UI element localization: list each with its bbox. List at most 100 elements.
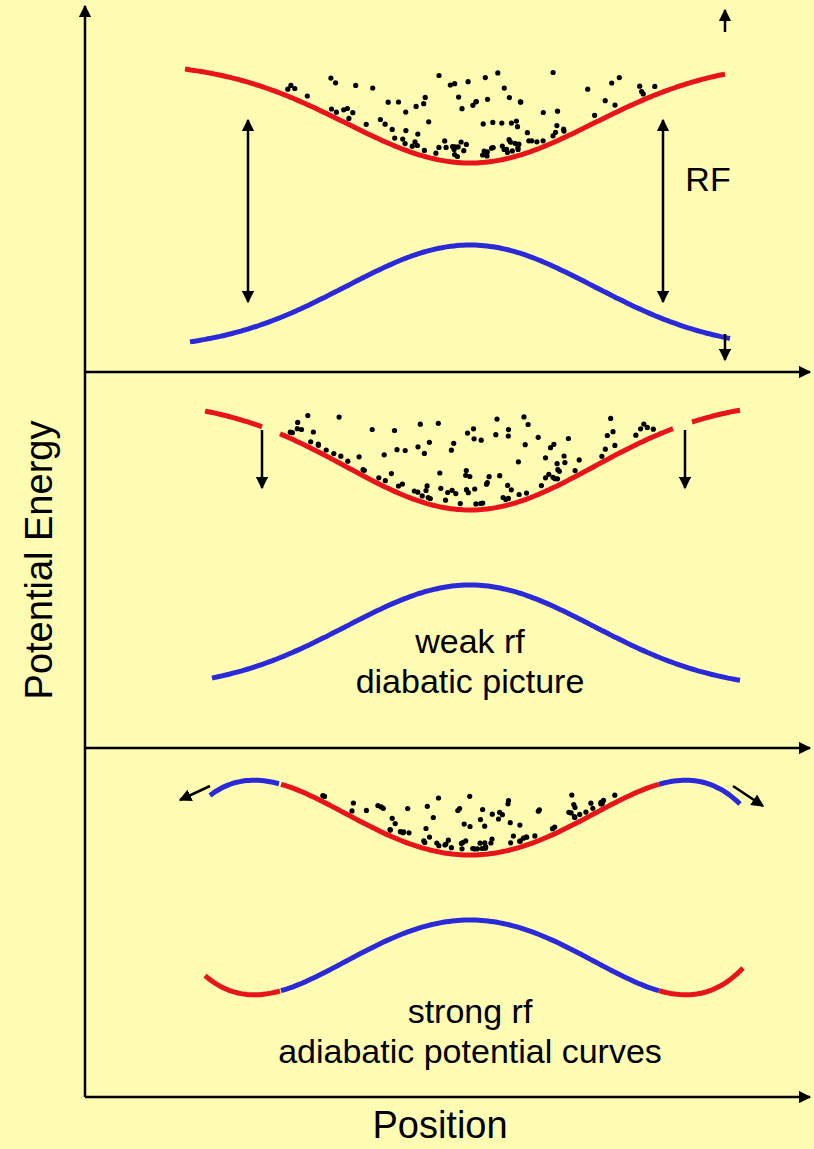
atom-dot: [573, 468, 578, 473]
atom-dot: [451, 441, 456, 446]
atom-dot: [516, 459, 521, 464]
potential-curve: [659, 780, 740, 804]
atom-dot: [420, 493, 425, 498]
atom-dot: [470, 846, 475, 851]
atom-dot: [507, 95, 512, 100]
axis: [85, 747, 810, 750]
atom-dot: [466, 79, 471, 84]
atom-dot: [378, 117, 383, 122]
atom-dot: [541, 138, 546, 143]
atom-dot: [511, 834, 516, 839]
atom-dot: [603, 98, 608, 103]
atom-dot: [449, 845, 454, 850]
atom-dot: [414, 104, 419, 109]
atom-dot: [436, 795, 441, 800]
atom-dot: [333, 80, 338, 85]
atom-dot: [436, 843, 441, 848]
atom-dot: [392, 428, 397, 433]
atom-dot: [431, 815, 436, 820]
atom-dot: [555, 476, 560, 481]
potential-curve: [659, 968, 743, 995]
atom-dot: [452, 147, 457, 152]
atom-dot: [383, 122, 388, 127]
loss-arrow: [684, 430, 687, 488]
atom-dot: [459, 106, 464, 111]
potential-curve: [281, 920, 659, 991]
atom-dot: [534, 139, 539, 144]
atom-dot: [490, 812, 495, 817]
atom-dot: [518, 100, 523, 105]
atom-dot: [393, 821, 398, 826]
panel-label: adiabatic potential curves: [278, 1033, 662, 1070]
atom-dot: [452, 81, 457, 86]
axis: [84, 6, 87, 1097]
atom-dot: [509, 121, 514, 126]
atom-dot: [481, 121, 486, 126]
atom-dot: [423, 95, 428, 100]
atom-dot: [351, 800, 356, 805]
atom-dot: [426, 119, 431, 124]
atom-dot: [459, 846, 464, 851]
atom-dot: [637, 84, 642, 89]
atom-dot: [338, 454, 343, 459]
atom-dot: [308, 439, 313, 444]
atom-dot: [311, 429, 316, 434]
atom-dot: [389, 471, 394, 476]
atom-dot: [532, 833, 537, 838]
atom-dot: [592, 113, 597, 118]
atom-dot: [370, 85, 375, 90]
atom-dot: [436, 421, 441, 426]
atom-dot: [444, 145, 449, 150]
atom-dot: [612, 103, 617, 108]
atom-dot: [387, 827, 392, 832]
atom-dot: [436, 73, 441, 78]
atom-dot: [526, 422, 531, 427]
atom-dot: [386, 100, 391, 105]
atom-dot: [361, 467, 366, 472]
atom-dot: [405, 806, 410, 811]
atom-dot: [334, 110, 339, 115]
atom-dot: [500, 812, 505, 817]
atom-dot: [641, 91, 646, 96]
atom-dot: [472, 486, 477, 491]
atom-dot: [478, 841, 483, 846]
atom-dot: [370, 427, 375, 432]
atom-dot: [465, 431, 470, 436]
atom-dot: [610, 429, 615, 434]
atom-dot: [517, 823, 522, 828]
atom-dot: [645, 425, 650, 430]
potential-curve: [280, 429, 673, 510]
atom-dot: [381, 806, 386, 811]
atom-dot: [328, 76, 333, 81]
atom-dot: [480, 501, 485, 506]
axis-label: Position: [372, 1105, 507, 1147]
atom-dot: [453, 491, 458, 496]
atom-dot: [485, 97, 490, 102]
atom-dot: [525, 130, 530, 135]
atom-dot: [494, 417, 499, 422]
atom-dot: [603, 447, 608, 452]
atom-dot: [470, 103, 475, 108]
atom-dot: [427, 440, 432, 445]
atom-dot: [337, 415, 342, 420]
atom-dot: [290, 430, 295, 435]
atom-dot: [295, 420, 300, 425]
atom-dot: [608, 416, 613, 421]
atom-dot: [285, 87, 290, 92]
atom-dot: [566, 810, 571, 815]
panel-label: weak rf: [415, 623, 525, 660]
atom-dot: [569, 793, 574, 798]
atom-dot: [421, 101, 426, 106]
axis: [85, 1096, 810, 1099]
atom-dot: [485, 480, 490, 485]
atom-dot: [364, 808, 369, 813]
atom-dot: [495, 70, 500, 75]
atom-dot: [357, 454, 362, 459]
atom-dot: [551, 70, 556, 75]
atom-dot: [505, 483, 510, 488]
atom-dot: [566, 436, 571, 441]
potential-curve: [185, 69, 725, 163]
atom-dot: [428, 496, 433, 501]
atom-dot: [392, 136, 397, 141]
atom-dot: [555, 109, 560, 114]
